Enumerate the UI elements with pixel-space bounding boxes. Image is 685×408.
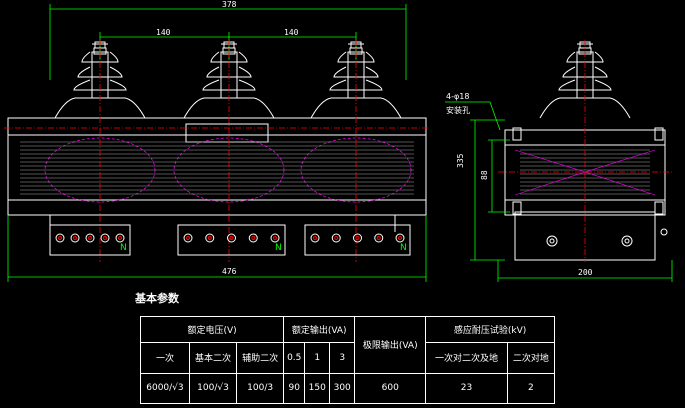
terminal (310, 233, 320, 243)
side-dimensions (445, 101, 673, 282)
dimension-spacing (99, 32, 357, 60)
dimension-bottom (7, 215, 427, 282)
dim-side-bottom-text: 200 (578, 268, 593, 277)
terminal-n-label: N (400, 243, 407, 253)
col-output-1: 1 (304, 342, 331, 374)
val-test-secondary: 2 (506, 372, 556, 405)
terminal (55, 233, 65, 243)
dim-side-height-text: 335 (456, 153, 465, 168)
header-rated-voltage: 额定电压(V) (139, 315, 285, 344)
val-limit-output: 600 (354, 372, 427, 405)
terminal-box-3: N (304, 224, 411, 256)
val-basic-secondary: 100/√3 (188, 372, 238, 405)
terminal (374, 233, 384, 243)
hole-note-line2: 安装孔 (446, 105, 470, 115)
dim-bottom-width-text: 476 (222, 267, 237, 276)
terminal (183, 233, 193, 243)
terminal (270, 233, 280, 243)
dimension-overall-top (49, 4, 407, 80)
col-output-05: 0.5 (283, 342, 306, 374)
terminal (205, 233, 215, 243)
tank-body-front (7, 117, 427, 232)
header-rated-output: 额定输出(VA) (283, 315, 356, 344)
col-test-primary: 一次对二次及地 (425, 342, 508, 374)
dim-side-inner-text: 88 (480, 170, 489, 180)
center-lines-side (498, 40, 672, 262)
params-table: 额定电压(V) 额定输出(VA) 极限输出(VA) 感应耐压试验(kV) 一次 … (139, 315, 556, 405)
val-output-1: 150 (304, 372, 331, 405)
val-test-primary: 23 (425, 372, 508, 405)
col-basic-secondary: 基本二次 (188, 342, 238, 374)
terminal (70, 233, 80, 243)
header-limit-output: 极限输出(VA) (354, 316, 427, 374)
params-title: 基本参数 (135, 292, 179, 305)
col-aux-secondary: 辅助二次 (236, 342, 285, 374)
terminal (395, 233, 405, 243)
hole-note-line1: 4-φ18 (446, 92, 469, 101)
terminal-box-1: N (49, 224, 131, 256)
bushings-front-view (54, 41, 402, 119)
terminal (227, 233, 236, 243)
header-test-voltage: 感应耐压试验(kV) (425, 315, 555, 344)
terminal (100, 233, 110, 243)
terminal-n-label: N (120, 243, 127, 253)
terminal (331, 233, 341, 243)
terminal (115, 233, 125, 243)
terminal (248, 233, 258, 243)
dim-spacing-left-text: 140 (156, 28, 171, 37)
col-test-secondary: 二次对地 (506, 342, 556, 374)
val-output-3: 300 (329, 372, 356, 405)
dim-spacing-right-text: 140 (284, 28, 299, 37)
col-primary: 一次 (140, 342, 190, 374)
tank-striations (20, 141, 414, 195)
terminal (353, 233, 362, 243)
terminal-n-label: N (275, 243, 282, 253)
val-output-05: 90 (283, 372, 306, 405)
val-primary: 6000/√3 (140, 372, 190, 405)
params-table-wrapper: 额定电压(V) 额定输出(VA) 极限输出(VA) 感应耐压试验(kV) 一次 … (139, 315, 556, 405)
col-output-3: 3 (329, 342, 356, 374)
dim-overall-top-text: 378 (222, 0, 237, 9)
terminal-box-2: N (177, 224, 286, 256)
center-lines-front (4, 40, 430, 262)
terminal (85, 233, 95, 243)
val-aux-secondary: 100/3 (236, 372, 285, 405)
